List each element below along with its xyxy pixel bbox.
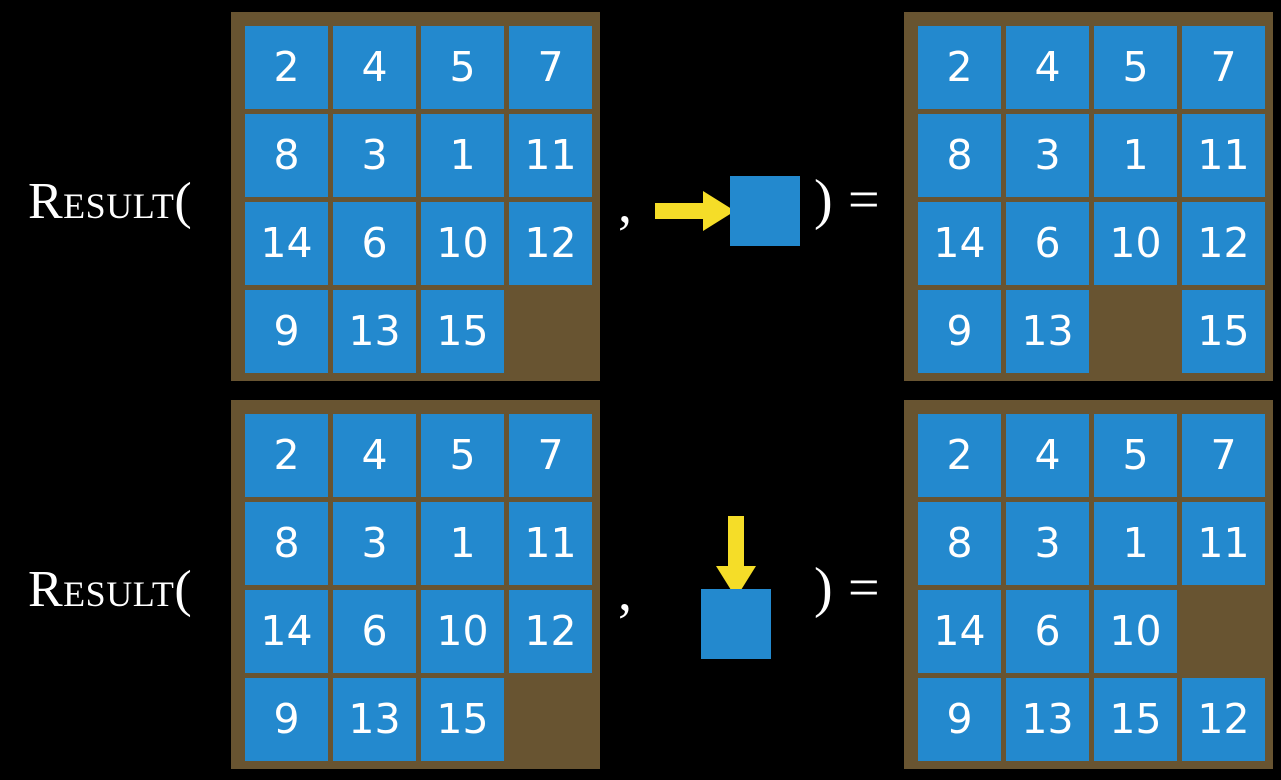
puzzle-tile[interactable]: 1: [421, 502, 504, 585]
puzzle-tile[interactable]: 13: [333, 290, 416, 373]
move-target-tile-row2: [701, 589, 771, 659]
puzzle-tile[interactable]: 14: [918, 590, 1001, 673]
puzzle-tile[interactable]: 6: [333, 202, 416, 285]
puzzle-tile[interactable]: 2: [245, 26, 328, 109]
puzzle-tile[interactable]: 13: [1006, 678, 1089, 761]
puzzle-tile[interactable]: 4: [333, 26, 416, 109]
puzzle-tile[interactable]: 5: [1094, 26, 1177, 109]
puzzle-tile[interactable]: 10: [1094, 202, 1177, 285]
puzzle-tile[interactable]: 3: [1006, 114, 1089, 197]
puzzle-tile[interactable]: 7: [1182, 26, 1265, 109]
puzzle-tile[interactable]: 2: [918, 414, 1001, 497]
puzzle-tile[interactable]: 8: [918, 502, 1001, 585]
puzzle-tile[interactable]: 1: [1094, 114, 1177, 197]
puzzle-tile[interactable]: 9: [245, 678, 328, 761]
puzzle-tile[interactable]: 15: [1182, 290, 1265, 373]
puzzle-tile[interactable]: 5: [1094, 414, 1177, 497]
comma-separator-row1: ,: [618, 173, 632, 235]
puzzle-tile[interactable]: 12: [1182, 202, 1265, 285]
puzzle-tile[interactable]: 15: [421, 290, 504, 373]
puzzle-empty-cell: [509, 678, 592, 761]
result-function-label-row2: Result(: [28, 561, 193, 618]
equals-sign-row2: =: [848, 557, 880, 619]
puzzle-tile[interactable]: 10: [421, 202, 504, 285]
puzzle-tile[interactable]: 5: [421, 26, 504, 109]
puzzle-tile[interactable]: 8: [245, 114, 328, 197]
comma-separator-row2: ,: [618, 561, 632, 623]
puzzle-tile[interactable]: 11: [1182, 114, 1265, 197]
puzzle-tile[interactable]: 4: [333, 414, 416, 497]
puzzle-tile[interactable]: 9: [918, 678, 1001, 761]
puzzle-tile[interactable]: 11: [509, 114, 592, 197]
puzzle-empty-cell: [1094, 290, 1177, 373]
result-function-label-row1: Result(: [28, 173, 193, 230]
puzzle-tile[interactable]: 6: [333, 590, 416, 673]
puzzle-tile[interactable]: 13: [1006, 290, 1089, 373]
puzzle-tile[interactable]: 3: [1006, 502, 1089, 585]
puzzle-tile[interactable]: 3: [333, 502, 416, 585]
puzzle-tile[interactable]: 4: [1006, 26, 1089, 109]
move-right-arrow-icon: [655, 191, 735, 231]
puzzle-tile[interactable]: 9: [918, 290, 1001, 373]
puzzle-empty-cell: [509, 290, 592, 373]
puzzle-tile[interactable]: 4: [1006, 414, 1089, 497]
puzzle-tile[interactable]: 7: [1182, 414, 1265, 497]
puzzle-tile[interactable]: 2: [245, 414, 328, 497]
puzzle-tile[interactable]: 2: [918, 26, 1001, 109]
puzzle-tile[interactable]: 11: [1182, 502, 1265, 585]
puzzle-tile[interactable]: 14: [918, 202, 1001, 285]
puzzle-tile[interactable]: 6: [1006, 202, 1089, 285]
puzzle-tile[interactable]: 6: [1006, 590, 1089, 673]
puzzle-tile[interactable]: 1: [1094, 502, 1177, 585]
puzzle-empty-cell: [1182, 590, 1265, 673]
move-down-arrow-icon: [716, 516, 756, 598]
puzzle-tile[interactable]: 13: [333, 678, 416, 761]
close-paren-row1: ): [814, 169, 833, 231]
puzzle-tile[interactable]: 9: [245, 290, 328, 373]
puzzle-tile[interactable]: 14: [245, 590, 328, 673]
puzzle-tile[interactable]: 5: [421, 414, 504, 497]
puzzle-tile[interactable]: 8: [918, 114, 1001, 197]
puzzle-tile[interactable]: 10: [421, 590, 504, 673]
close-paren-row2: ): [814, 557, 833, 619]
puzzle-tile[interactable]: 8: [245, 502, 328, 585]
puzzle-tile[interactable]: 14: [245, 202, 328, 285]
puzzle-tile[interactable]: 3: [333, 114, 416, 197]
puzzle-tile[interactable]: 15: [1094, 678, 1177, 761]
puzzle-tile[interactable]: 1: [421, 114, 504, 197]
puzzle-tile[interactable]: 12: [1182, 678, 1265, 761]
puzzle-tile[interactable]: 10: [1094, 590, 1177, 673]
puzzle-tile[interactable]: 15: [421, 678, 504, 761]
equals-sign-row1: =: [848, 169, 880, 231]
puzzle-tile[interactable]: 12: [509, 202, 592, 285]
puzzle-tile[interactable]: 12: [509, 590, 592, 673]
move-target-tile-row1: [730, 176, 800, 246]
puzzle-tile[interactable]: 7: [509, 26, 592, 109]
puzzle-tile[interactable]: 11: [509, 502, 592, 585]
puzzle-tile[interactable]: 7: [509, 414, 592, 497]
